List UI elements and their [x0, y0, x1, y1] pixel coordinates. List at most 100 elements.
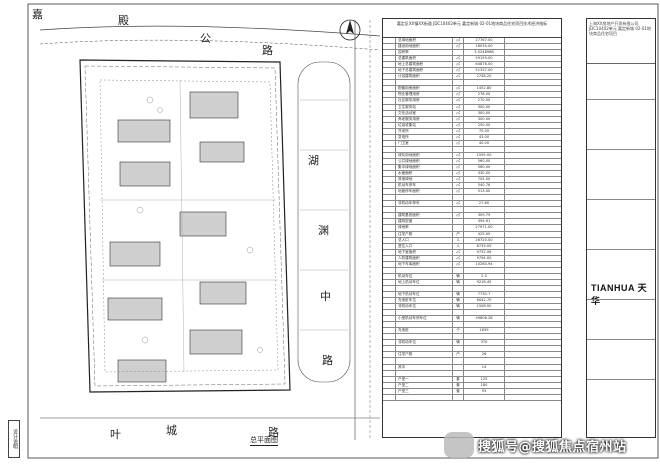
table-cell: 26: [464, 352, 505, 358]
table-cell: [505, 346, 561, 351]
table-cell: [453, 219, 464, 225]
table-cell: ㎡: [453, 255, 464, 261]
table-cell: [464, 207, 505, 213]
table-cell: 51337.00: [464, 68, 505, 74]
table-cell: [505, 117, 561, 122]
table-cell: 户: [453, 231, 464, 237]
table-cell: 充电桩车位: [396, 298, 453, 304]
table-cell: 43.00: [464, 134, 505, 140]
table-cell: [396, 285, 453, 291]
table-cell: 7730.7: [464, 291, 505, 298]
table-cell: [464, 267, 505, 273]
table-cell: [505, 395, 561, 400]
table-cell: 绿化用地面积: [396, 152, 453, 158]
table-cell: [383, 370, 396, 376]
table-cell: [464, 195, 505, 201]
watermark-text: 搜狐号@搜狐焦点宿州站: [478, 440, 627, 455]
table-cell: [383, 86, 396, 92]
road-label-top-2: 公: [200, 32, 211, 45]
table-cell: 户型三: [396, 388, 453, 394]
table-cell: [453, 370, 464, 376]
table-cell: [453, 195, 464, 201]
table-cell: [396, 370, 453, 376]
table-cell: [453, 394, 464, 400]
table-cell: [505, 135, 561, 140]
table-cell: 辆: [453, 340, 464, 346]
table-cell: 社区服务用房: [396, 98, 453, 104]
table-cell: 309.79: [464, 213, 505, 219]
table-cell: ㎡: [453, 134, 464, 140]
table-cell: [383, 140, 396, 146]
table-row: [383, 346, 561, 353]
table-cell: 2748.20: [464, 74, 505, 80]
table-cell: 辆: [453, 304, 464, 310]
table-cell: [505, 74, 561, 79]
table-cell: 300.00: [464, 104, 505, 110]
table-cell: ㎡: [453, 177, 464, 183]
table-cell: 非机动车停车: [396, 201, 453, 207]
table-cell: 64876.00: [464, 62, 505, 68]
table-cell: [383, 237, 396, 243]
table-cell: ㎡: [453, 189, 464, 195]
road-label-top-1: 殿: [118, 14, 129, 27]
table-cell: [505, 262, 561, 267]
table-cell: 27.80: [464, 201, 505, 207]
table-cell: 卫生服务站: [396, 104, 453, 110]
tianhua-logo: TIANHUA 天华: [591, 283, 648, 306]
table-cell: ㎡: [453, 44, 464, 50]
table-cell: [383, 80, 396, 86]
road-label-bottom-2: 城: [166, 424, 177, 437]
table-cell: [383, 291, 396, 298]
table-cell: [383, 388, 396, 394]
table-cell: ㎡: [453, 86, 464, 92]
drawing-title: 总平面图: [250, 436, 278, 446]
north-arrow-icon: [339, 19, 361, 41]
table-cell: 1595.00: [464, 152, 505, 158]
table-cell: 39808.26: [464, 316, 505, 322]
table-cell: [505, 298, 561, 303]
table-cell: [383, 171, 396, 177]
table-row: [383, 394, 561, 401]
table-cell: 2.0: [464, 273, 505, 279]
road-label-right-4: 路: [322, 354, 333, 367]
table-cell: [396, 358, 453, 364]
table-cell: ㎡: [453, 56, 464, 62]
table-cell: ㎡: [453, 249, 464, 255]
table-cell: 机动车位: [396, 273, 453, 279]
table-cell: 其他绿地: [396, 177, 453, 183]
table-cell: [505, 232, 561, 237]
table-cell: [383, 189, 396, 195]
table-cell: [396, 322, 453, 328]
table-cell: [505, 371, 561, 376]
table-cell: [505, 286, 561, 291]
table-cell: [396, 195, 453, 201]
table-cell: [383, 195, 396, 201]
table-cell: 1839: [464, 328, 505, 334]
table-cell: ㎡: [453, 183, 464, 189]
table-cell: 地上总建筑面积: [396, 62, 453, 68]
table-cell: [505, 171, 561, 176]
table-cell: [383, 285, 396, 291]
technical-index-table: 嘉定区XX镇XX街道 JDC10402单元 嘉定新城 02-01地块商品住宅项目…: [382, 18, 562, 438]
table-cell: 其中: [396, 364, 453, 370]
table-cell: 住宅户数: [396, 352, 453, 358]
table-cell: [383, 298, 396, 304]
table-cell: 14: [464, 364, 505, 370]
table-cell: [396, 334, 453, 340]
residential-buildings: [107, 91, 247, 383]
table-cell: 绿地率: [396, 225, 453, 231]
table-cell: [383, 394, 396, 400]
table-cell: [464, 346, 505, 352]
table-cell: [383, 183, 396, 189]
table-cell: 9218.45: [464, 279, 505, 285]
table-cell: [396, 267, 453, 273]
